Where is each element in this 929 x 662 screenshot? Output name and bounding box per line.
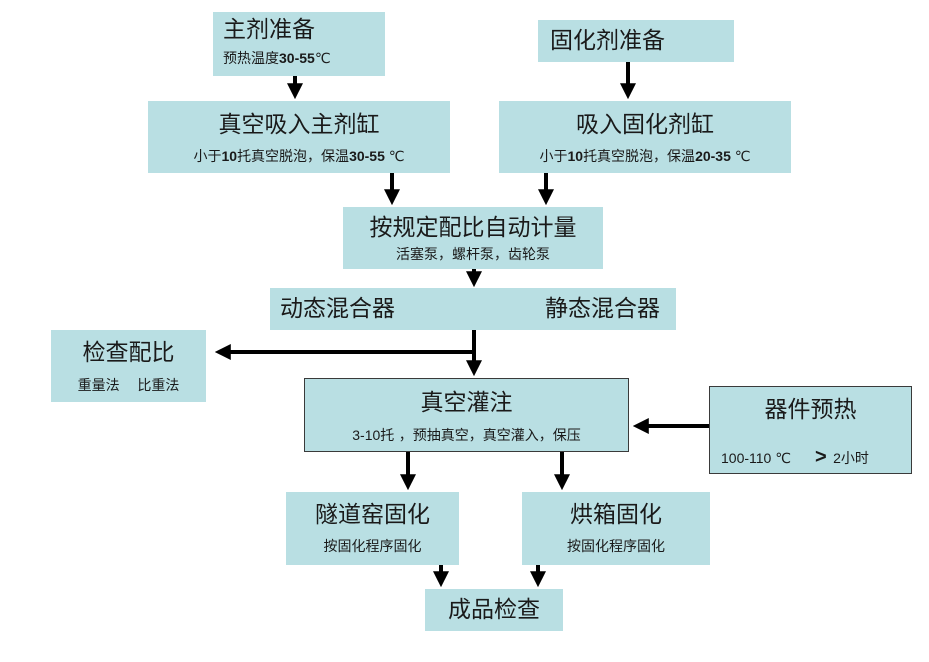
node-mixers: 动态混合器 静态混合器 [270, 288, 676, 330]
sub-text: 托 ，预抽真空，真空灌入，保压 [380, 428, 581, 444]
temp-range: 20-35 [695, 148, 731, 164]
method-specific-gravity: 比重法 [137, 378, 180, 394]
node-title: 固化剂准备 [550, 28, 665, 54]
sub-text: 小于 [539, 149, 568, 165]
node-tunnel-kiln: 隧道窑固化 按固化程序固化 [286, 492, 459, 565]
node-title: 检查配比 [82, 340, 175, 366]
node-subtitle: 重量法 比重法 [51, 379, 206, 393]
node-title: 器件预热 [764, 397, 857, 423]
static-mixer-label: 静态混合器 [545, 296, 660, 322]
node-title: 烘箱固化 [570, 502, 662, 528]
sub-text: 托真空脱泡，保温 [583, 149, 696, 165]
node-subtitle: 预热温度30-55℃ [223, 51, 385, 66]
node-title: 吸入固化剂缸 [576, 112, 714, 138]
node-title: 隧道窑固化 [315, 502, 430, 528]
duration-value: 2 [833, 450, 841, 466]
node-curing-tank: 吸入固化剂缸 小于10托真空脱泡，保温20-35 ℃ [499, 101, 791, 173]
temp-unit: ℃ [730, 148, 751, 164]
node-device-preheat: 器件预热 100-110 ℃ > 2小时 [709, 386, 912, 474]
node-title: 按规定配比自动计量 [369, 215, 577, 241]
node-subtitle: 100-110 ℃ > 2小时 [721, 447, 911, 467]
pressure-value: 10 [567, 148, 584, 164]
node-title: 真空灌注 [420, 390, 513, 416]
node-final-inspection: 成品检查 [425, 589, 563, 631]
sub-text: 托真空脱泡，保温 [237, 149, 350, 165]
node-subtitle: 按固化程序固化 [567, 539, 665, 555]
dynamic-mixer-label: 动态混合器 [280, 296, 395, 322]
node-main-agent-prep: 主剂准备 预热温度30-55℃ [213, 12, 385, 76]
pressure-value: 10 [221, 148, 238, 164]
node-subtitle: 3-10托 ，预抽真空，真空灌入，保压 [305, 428, 628, 443]
node-subtitle: 活塞泵，螺杆泵，齿轮泵 [396, 247, 550, 263]
node-vacuum-main-tank: 真空吸入主剂缸 小于10托真空脱泡，保温30-55 ℃ [148, 101, 450, 173]
node-curing-agent-prep: 固化剂准备 [538, 20, 734, 62]
node-subtitle: 小于10托真空脱泡，保温30-55 ℃ [148, 149, 450, 164]
node-subtitle: 按固化程序固化 [323, 539, 422, 555]
duration-unit: 小时 [840, 451, 869, 467]
temp-range: 30-55 [279, 50, 315, 66]
node-title: 主剂准备 [223, 17, 315, 43]
temp-unit: ℃ [314, 50, 331, 66]
node-subtitle: 小于10托真空脱泡，保温20-35 ℃ [499, 149, 791, 164]
sub-text: 预热温度 [223, 51, 279, 67]
temp-range: 100-110 ℃ [721, 450, 791, 466]
node-title: 真空吸入主剂缸 [218, 112, 380, 138]
greater-than-sign: > [814, 446, 827, 468]
node-vacuum-casting: 真空灌注 3-10托 ，预抽真空，真空灌入，保压 [304, 378, 629, 452]
method-weight: 重量法 [77, 378, 120, 394]
node-check-ratio: 检查配比 重量法 比重法 [51, 330, 206, 402]
node-oven-curing: 烘箱固化 按固化程序固化 [522, 492, 710, 565]
pressure-range: 3-10 [352, 427, 381, 443]
temp-unit: ℃ [384, 148, 405, 164]
temp-range: 30-55 [349, 148, 385, 164]
node-title: 成品检查 [448, 597, 540, 623]
sub-text: 小于 [193, 149, 222, 165]
node-auto-metering: 按规定配比自动计量 活塞泵，螺杆泵，齿轮泵 [343, 207, 603, 269]
